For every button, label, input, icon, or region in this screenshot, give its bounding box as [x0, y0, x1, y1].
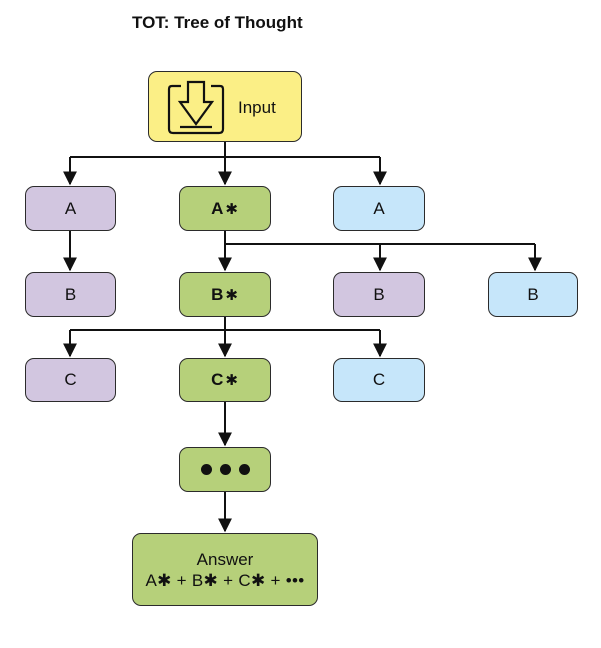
node-label: B	[527, 284, 539, 304]
answer-label: Answer	[196, 549, 254, 569]
node-b-far-right: B	[488, 272, 578, 317]
node-b-left: B	[25, 272, 116, 317]
node-label: A	[373, 198, 385, 218]
download-box-icon	[167, 80, 225, 135]
node-a-left: A	[25, 186, 116, 231]
node-label: C	[64, 370, 77, 389]
input-label: Input	[238, 98, 276, 117]
node-c-selected: C✱	[179, 358, 271, 402]
selected-star-icon: ✱	[225, 200, 239, 218]
node-label: C	[372, 370, 386, 389]
node-b-right: B	[333, 272, 425, 317]
node-b-selected: B✱	[179, 272, 271, 317]
node-label: B	[64, 284, 77, 304]
node-label: C	[211, 370, 225, 389]
node-a-right: A	[333, 186, 425, 231]
answer-formula: A✱ + B✱ + C✱ + •••	[145, 570, 305, 590]
node-c-right: C	[333, 358, 425, 402]
node-label: A	[211, 198, 225, 218]
node-a-selected: A✱	[179, 186, 271, 231]
diagram-title: TOT: Tree of Thought	[132, 13, 303, 32]
node-label: A	[64, 198, 77, 218]
selected-star-icon: ✱	[225, 372, 239, 389]
input-node: Input	[148, 71, 302, 142]
answer-node: Answer A✱ + B✱ + C✱ + •••	[132, 533, 318, 606]
ellipsis-dots-icon	[200, 464, 250, 475]
node-label: B	[373, 284, 385, 304]
ellipsis-node	[179, 447, 271, 492]
node-c-left: C	[25, 358, 116, 402]
node-label: B	[211, 284, 225, 304]
selected-star-icon: ✱	[225, 286, 239, 304]
